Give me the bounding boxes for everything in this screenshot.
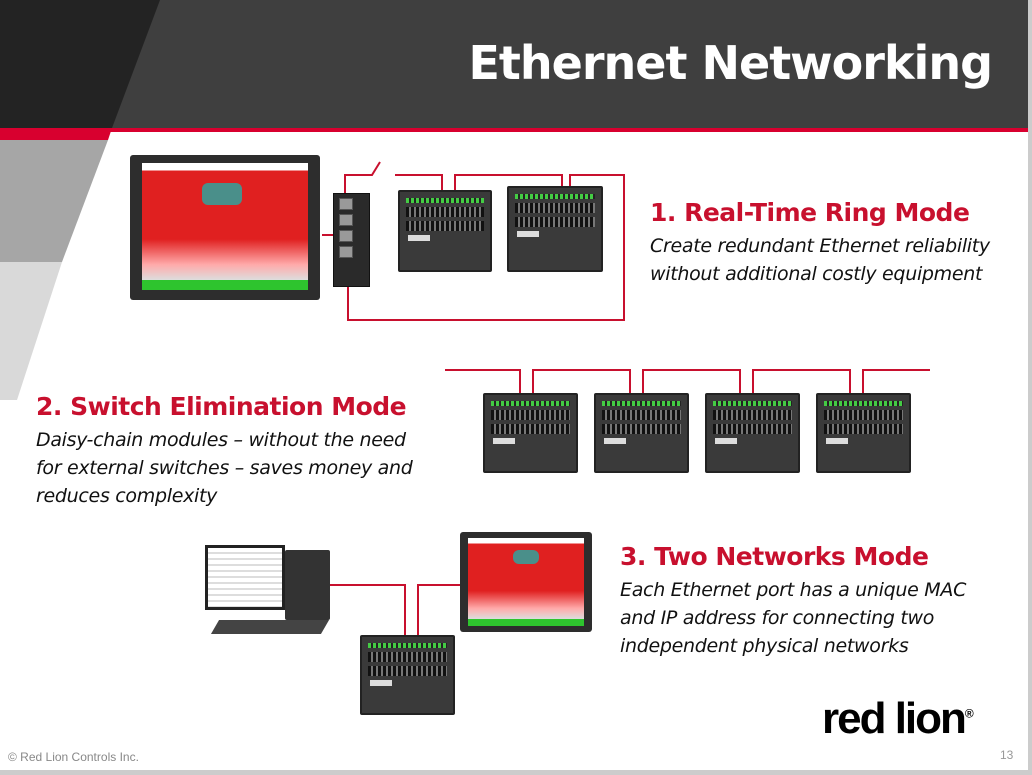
section-description: Each Ethernet port has a unique MAC and … [620,576,966,660]
description-line: Create redundant Ethernet reliability [650,235,990,257]
hmi-touchscreen-image [130,155,320,300]
two-network-cables [330,584,460,640]
logo-text: red lion [822,694,967,743]
io-module-image [507,186,603,272]
section-heading: 3. Two Networks Mode [620,542,929,571]
io-module-image [398,190,492,272]
description-line: Daisy-chain modules – without the need [36,429,406,451]
section-heading: 1. Real-Time Ring Mode [650,198,970,227]
section-description: Daisy-chain modules – without the need f… [36,426,413,510]
red-lion-logo: red lion® [822,694,974,744]
page-number: 13 [1000,748,1014,762]
registered-mark: ® [964,706,974,721]
io-module-image [816,393,911,473]
io-module-image [360,635,455,715]
desktop-computer-image [205,545,345,645]
description-line: reduces complexity [36,485,218,507]
io-module-image [483,393,578,473]
copyright-footer: © Red Lion Controls Inc. [8,750,139,764]
section-heading: 2. Switch Elimination Mode [36,392,407,421]
daisy-chain-cables [445,369,930,393]
section-description: Create redundant Ethernet reliability wi… [650,232,990,288]
hmi-touchscreen-image [460,532,592,632]
description-line: and IP address for connecting two [620,607,935,629]
ethernet-switch-image [333,193,370,287]
io-module-image [705,393,800,473]
description-line: independent physical networks [620,635,909,657]
description-line: without additional costly equipment [650,263,983,285]
description-line: Each Ethernet port has a unique MAC [620,579,967,601]
description-line: for external switches – saves money and [36,457,413,479]
io-module-image [594,393,689,473]
slide-title: Ethernet Networking [468,36,993,90]
